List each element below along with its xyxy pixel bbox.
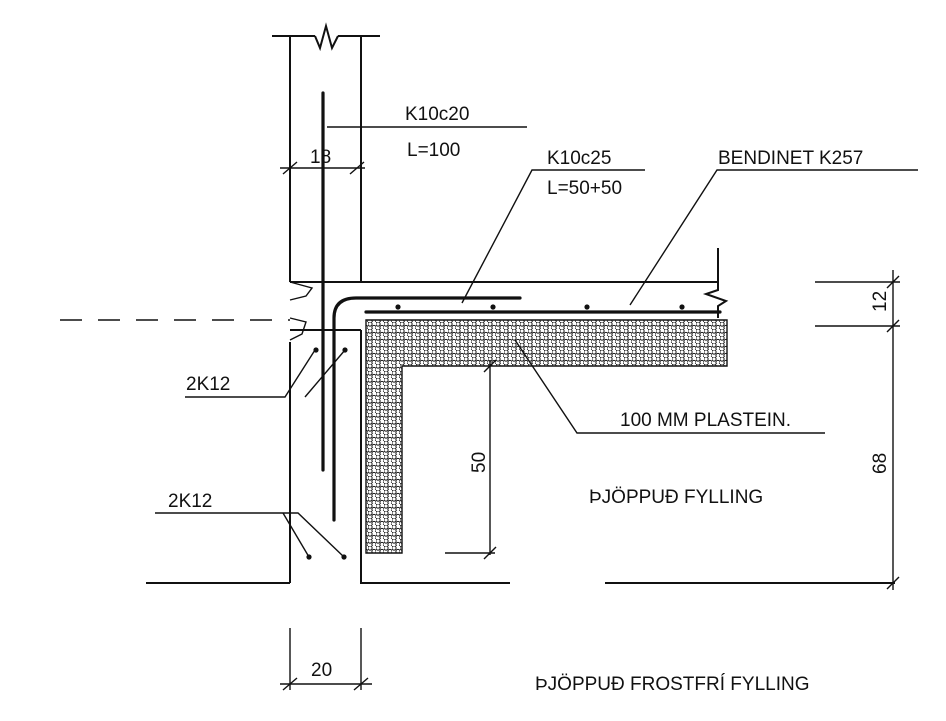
dim-insulation-depth: 50 (469, 452, 490, 473)
dim-slab-thickness: 12 (870, 291, 891, 312)
label-k10c20-length: L=100 (407, 140, 460, 161)
label-insulation: 100 MM PLASTEIN. (620, 410, 791, 431)
wall-outline (272, 22, 380, 584)
rebar-lines (306, 91, 722, 560)
dimension-lines (280, 161, 900, 691)
ground-lines (60, 319, 895, 584)
label-k10c25-length: L=50+50 (547, 178, 622, 199)
label-fill-compacted: ÞJÖPPUÐ FYLLING (589, 487, 763, 508)
leader-lines (155, 126, 918, 558)
label-bendinet: BENDINET K257 (718, 148, 863, 169)
dim-wall-inner: 18 (310, 147, 331, 168)
floor-slab (289, 248, 729, 341)
label-fill-frostfree: ÞJÖPPUÐ FROSTFRÍ FYLLING (535, 674, 809, 695)
label-rebar-upper: 2K12 (186, 374, 230, 395)
label-rebar-lower: 2K12 (168, 491, 212, 512)
insulation-hatch (365, 319, 728, 554)
dim-total-depth: 68 (870, 453, 891, 474)
label-k10c20: K10c20 (405, 104, 469, 125)
label-k10c25: K10c25 (547, 148, 611, 169)
dim-wall-base: 20 (311, 660, 332, 681)
